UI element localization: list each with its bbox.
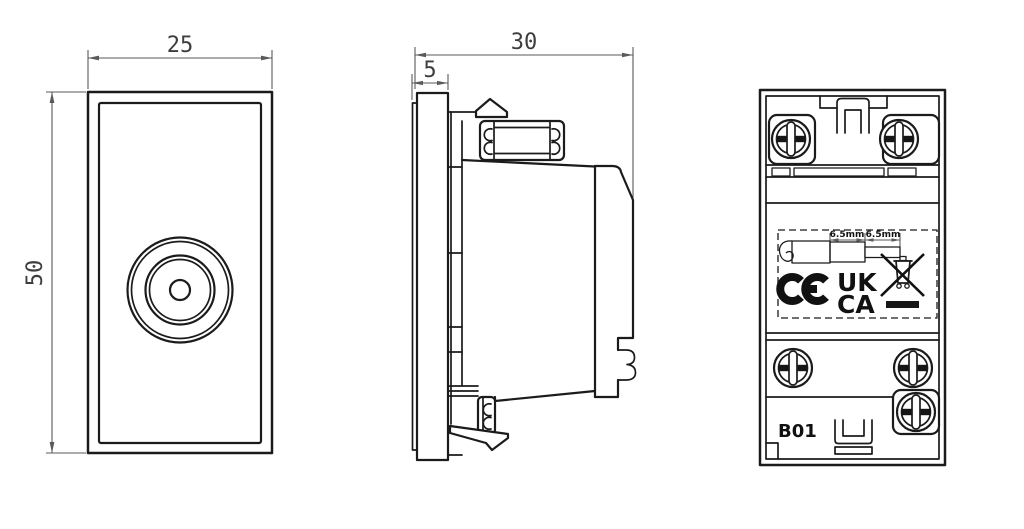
back-bottom-section: B01 xyxy=(765,388,941,460)
back-inner-frame xyxy=(765,95,940,460)
strip-dim-left-label: 6.5mm xyxy=(830,230,865,240)
label-dashed-border xyxy=(777,229,938,319)
side-faceplate-label: 5 xyxy=(423,58,436,83)
model-code-text: B01 xyxy=(778,421,817,442)
front-width-label: 25 xyxy=(167,33,194,58)
front-outer-frame xyxy=(86,90,274,455)
side-body xyxy=(460,158,637,403)
bottom-fixing-tab xyxy=(834,419,873,455)
weee-bin-icon xyxy=(880,253,925,308)
cable-strip-diagram: 6.5mm 6.5mm xyxy=(778,230,901,264)
cable-jacket xyxy=(791,240,831,264)
screw-top-right-icon xyxy=(878,118,920,160)
ukca-top-label: UK xyxy=(837,268,878,297)
ukca-bottom-label: CA xyxy=(837,290,875,319)
dimension-faceplate-5: 5 xyxy=(411,58,449,100)
side-depth-label: 30 xyxy=(511,30,538,55)
dimension-width-25: 25 xyxy=(87,33,273,89)
cable-curl xyxy=(778,240,794,262)
screw-bottom-corner-icon xyxy=(895,391,937,433)
mounting-latch-top xyxy=(474,97,566,162)
screw-top-left-icon xyxy=(770,118,812,160)
compliance-label: 6.5mm 6.5mm UK CA xyxy=(776,229,938,319)
rear-clip-icon xyxy=(617,349,637,381)
strip-dim-right-label: 6.5mm xyxy=(866,230,901,240)
dimension-depth-30: 30 xyxy=(414,30,634,200)
cable-conductor xyxy=(864,246,901,259)
side-carrier-stem xyxy=(447,111,479,456)
front-inner-frame xyxy=(97,101,263,445)
side-faceplate-lip xyxy=(411,102,418,451)
ukca-mark: UK CA xyxy=(837,268,878,319)
screw-bottom-right-icon xyxy=(892,347,934,389)
back-rails xyxy=(765,164,940,204)
ce-mark-icon xyxy=(776,273,829,305)
dimension-height-50: 50 xyxy=(23,91,86,454)
front-view: 25 50 xyxy=(23,33,274,455)
front-height-label: 50 xyxy=(23,260,48,287)
mounting-latch-bottom xyxy=(448,395,510,452)
side-faceplate xyxy=(415,91,450,462)
screw-bottom-left-icon xyxy=(772,347,814,389)
side-view: 30 5 xyxy=(411,30,637,462)
coax-socket-rings xyxy=(126,236,234,344)
back-view: 6.5mm 6.5mm UK CA xyxy=(758,88,947,467)
top-fixing-tab xyxy=(819,95,888,134)
